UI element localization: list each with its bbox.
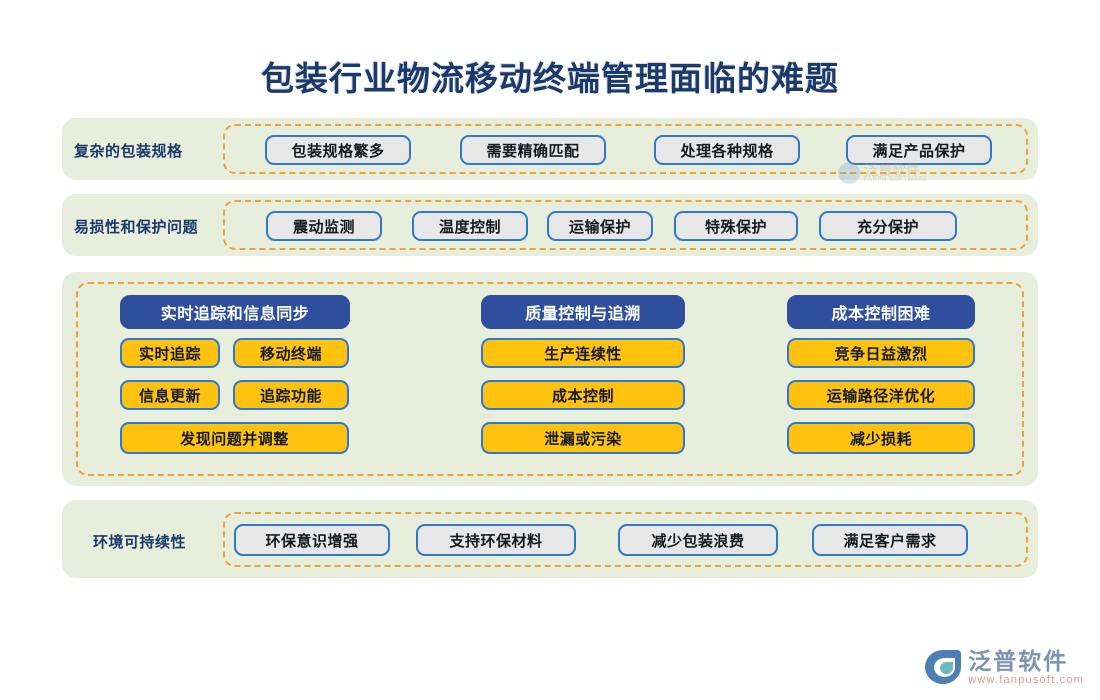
pill-realtime-4[interactable]: 追踪功能 (233, 380, 349, 410)
pill-quality-1[interactable]: 生产连续性 (481, 338, 685, 368)
section-label-packaging-specs: 复杂的包装规格 (74, 143, 183, 160)
pill-packaging-specs-3[interactable]: 处理各种规格 (654, 135, 800, 165)
dashed-frame-packaging-specs (223, 124, 1028, 174)
section-packaging-specs: 复杂的包装规格 包装规格繁多 需要精确匹配 处理各种规格 满足产品保护 (62, 118, 1038, 180)
dashed-frame-core-challenges (76, 282, 1024, 476)
pill-packaging-specs-1[interactable]: 包装规格繁多 (265, 135, 411, 165)
dashed-frame-environment-sustainability (223, 512, 1028, 567)
pill-fragility-2[interactable]: 温度控制 (412, 211, 528, 241)
pill-fragility-1[interactable]: 震动监测 (266, 211, 382, 241)
section-label-fragility-protection: 易损性和保护问题 (74, 219, 199, 236)
page-title: 包装行业物流移动终端管理面临的难题 (261, 60, 839, 97)
section-fragility-protection: 易损性和保护问题 震动监测 温度控制 运输保护 特殊保护 充分保护 (62, 194, 1038, 256)
pill-realtime-1[interactable]: 实时追踪 (120, 338, 220, 368)
pill-cost-1[interactable]: 竞争日益激烈 (787, 338, 975, 368)
pill-quality-2[interactable]: 成本控制 (481, 380, 685, 410)
brand-logo: 泛普软件 www.fanpusoft.com (925, 647, 1084, 686)
pill-realtime-2[interactable]: 移动终端 (233, 338, 349, 368)
pill-environment-2[interactable]: 支持环保材料 (416, 524, 576, 556)
fanpu-logo-icon (925, 650, 962, 685)
pill-realtime-3[interactable]: 信息更新 (120, 380, 220, 410)
section-label-environment-sustainability: 环境可持续性 (93, 534, 187, 551)
column-header-quality-control[interactable]: 质量控制与追溯 (481, 295, 685, 329)
pill-fragility-5[interactable]: 充分保护 (819, 211, 957, 241)
pill-environment-1[interactable]: 环保意识增强 (234, 524, 390, 556)
brand-name-cn: 泛普软件 (968, 647, 1069, 674)
pill-packaging-specs-4[interactable]: 满足产品保护 (846, 135, 992, 165)
section-environment-sustainability: 环境可持续性 环保意识增强 支持环保材料 减少包装浪费 满足客户需求 (62, 500, 1038, 578)
column-header-realtime-tracking[interactable]: 实时追踪和信息同步 (120, 295, 350, 329)
dashed-frame-fragility-protection (223, 200, 1028, 250)
pill-fragility-3[interactable]: 运输保护 (547, 211, 653, 241)
pill-realtime-5[interactable]: 发现问题并调整 (120, 422, 349, 454)
brand-url: www.fanpusoft.com (968, 673, 1084, 686)
section-core-challenges: 实时追踪和信息同步 实时追踪 移动终端 信息更新 追踪功能 发现问题并调整 质量… (62, 272, 1038, 486)
pill-packaging-specs-2[interactable]: 需要精确匹配 (460, 135, 606, 165)
pill-environment-3[interactable]: 减少包装浪费 (618, 524, 778, 556)
pill-quality-3[interactable]: 泄漏或污染 (481, 422, 685, 454)
pill-fragility-4[interactable]: 特殊保护 (674, 211, 798, 241)
pill-cost-3[interactable]: 减少损耗 (787, 422, 975, 454)
pill-cost-2[interactable]: 运输路径洋优化 (787, 380, 975, 410)
pill-environment-4[interactable]: 满足客户需求 (812, 524, 968, 556)
column-header-cost-control[interactable]: 成本控制困难 (787, 295, 975, 329)
